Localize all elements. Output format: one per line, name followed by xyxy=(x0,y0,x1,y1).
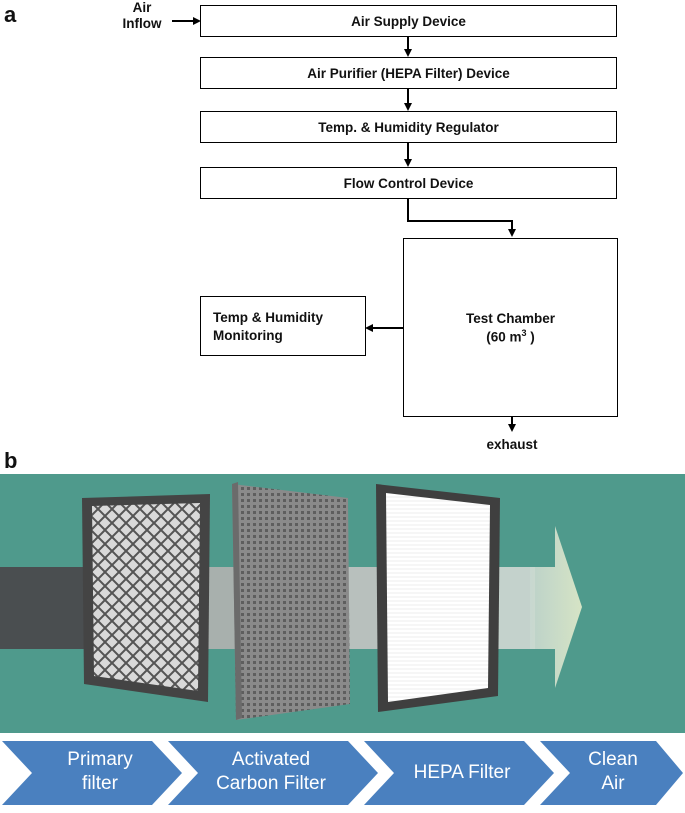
stage-primary-filter-line1: Primary xyxy=(67,749,133,770)
connector-4-drop xyxy=(511,220,513,229)
stage-carbon-filter-label: Activated Carbon Filter xyxy=(196,748,346,796)
exhaust-arrow-head xyxy=(507,424,516,432)
air-inflow-label: Air Inflow xyxy=(117,0,167,32)
monitoring-arrow-line xyxy=(372,327,403,329)
stage-carbon-filter-line1: Activated xyxy=(231,749,311,770)
air-supply-device-box: Air Supply Device xyxy=(200,5,617,37)
test-chamber-volume-prefix: (60 m xyxy=(486,329,522,345)
air-supply-device-label: Air Supply Device xyxy=(351,13,466,29)
stage-primary-filter-label: Primary filter xyxy=(40,748,160,796)
primary-filter-mesh xyxy=(92,503,200,691)
connector-4-head xyxy=(507,229,516,237)
panel-a-letter: a xyxy=(4,2,17,27)
chevron-hepa-filter xyxy=(364,741,554,805)
chevron-primary-filter xyxy=(2,741,182,805)
panel-b-letter: b xyxy=(4,448,18,473)
connector-2-line xyxy=(407,89,409,104)
carbon-filter-edge xyxy=(232,482,242,720)
connector-3-head xyxy=(403,159,412,167)
temp-humidity-regulator-box: Temp. & Humidity Regulator xyxy=(200,111,617,143)
stage-clean-air-line2: Air xyxy=(601,773,625,794)
connector-4-horizontal xyxy=(407,220,512,222)
test-chamber-volume-suffix: ) xyxy=(526,329,535,345)
air-inflow-line2: Inflow xyxy=(122,16,162,31)
carbon-filter-panel xyxy=(232,484,350,720)
connector-4-vertical xyxy=(407,199,409,221)
air-purifier-label: Air Purifier (HEPA Filter) Device xyxy=(307,65,510,81)
test-chamber-box: Test Chamber (60 m3 ) xyxy=(403,238,618,417)
stage-hepa-filter-line1: HEPA Filter xyxy=(413,762,511,783)
stage-carbon-filter-line2: Carbon Filter xyxy=(216,773,326,794)
inflow-arrow-line xyxy=(172,20,194,22)
monitoring-line2: Monitoring xyxy=(213,327,283,343)
exhaust-label: exhaust xyxy=(486,437,538,452)
connector-3-line xyxy=(407,143,409,160)
chevron-clean-air xyxy=(540,741,683,805)
filter-illustration xyxy=(0,474,685,733)
chevron-carbon-filter xyxy=(168,741,378,805)
flow-control-device-label: Flow Control Device xyxy=(343,175,474,191)
connector-1-head xyxy=(403,49,412,57)
flow-control-device-box: Flow Control Device xyxy=(200,167,617,199)
stage-hepa-filter-label: HEPA Filter xyxy=(394,761,530,785)
hepa-filter-media xyxy=(386,493,490,702)
inflow-arrow-head xyxy=(193,16,201,25)
monitoring-line1: Temp & Humidity xyxy=(213,309,324,325)
test-chamber-volume-exponent: 3 xyxy=(521,327,527,338)
filter-stage-chevrons xyxy=(2,741,683,805)
connector-2-head xyxy=(403,103,412,111)
test-chamber-line1: Test Chamber xyxy=(465,310,556,326)
stage-primary-filter-line2: filter xyxy=(82,773,118,794)
air-inflow-line1: Air xyxy=(132,0,152,15)
temp-humidity-monitoring-box: Temp & Humidity Monitoring xyxy=(200,296,366,356)
temp-humidity-regulator-label: Temp. & Humidity Regulator xyxy=(318,119,499,135)
monitoring-arrow-head xyxy=(365,323,373,332)
connector-1-line xyxy=(407,37,409,50)
air-purifier-box: Air Purifier (HEPA Filter) Device xyxy=(200,57,617,89)
test-chamber-line2: (60 m3 ) xyxy=(486,328,535,345)
clean-air-arrow xyxy=(530,526,582,688)
stage-clean-air-label: Clean Air xyxy=(568,748,658,796)
stage-clean-air-line1: Clean xyxy=(588,749,638,770)
exhaust-arrow-line xyxy=(511,417,513,426)
